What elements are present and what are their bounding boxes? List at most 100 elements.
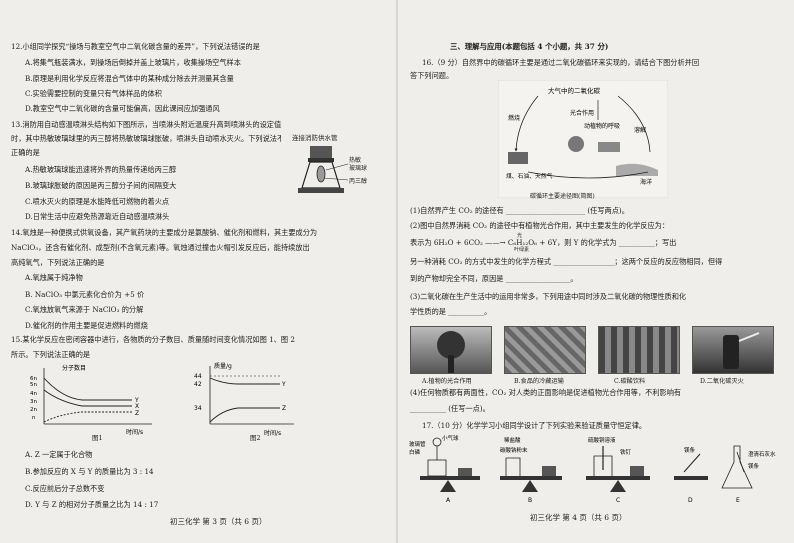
q16-sub2-line4: 到的产物却完全不同，原因是 __________________。 xyxy=(410,274,578,283)
q13-stem-line3: 正确的是 xyxy=(11,148,40,157)
q13-option-d: D.日常生活中应避免热源靠近自动感温喷淋头 xyxy=(25,212,170,221)
photo-caption-a: A.植物的光合作用 xyxy=(422,378,472,385)
q14-stem-line2: NaClO₃，还含有催化剂、成型剂(不含氧元素)等。氧烛通过撞击火帽引发反应后，… xyxy=(11,243,310,252)
apparatus-d xyxy=(674,453,708,480)
q16-sub4-line2: __________ (任写一点)。 xyxy=(410,404,490,413)
apparatus-c xyxy=(586,446,650,492)
chart1-caption: 图1 xyxy=(92,434,103,442)
apparatus-a-label-1: 玻璃管 xyxy=(409,440,426,448)
sprinkler-label-hot: 热敏 xyxy=(349,157,362,164)
apparatus-b-label-2: 碳酸钠粉末 xyxy=(500,446,528,454)
q14-stem-line1: 14.氧烛是一种便携式供氧设备，其产氧药块的主要成分是氯酸钠、催化剂和燃料，其主… xyxy=(11,228,318,237)
chart2-ytick-34: 34 xyxy=(194,405,202,412)
equation-condition-top: 光 xyxy=(517,233,523,239)
apparatus-e xyxy=(721,445,753,489)
q16-sub4-line1: (4)任何物质都有两面性，CO₂ 对人类的正面影响是促进植物光合作用等，不利影响… xyxy=(410,388,682,397)
equation-condition-bottom: 叶绿素 xyxy=(514,247,530,253)
section-heading: 三、理解与应用(本题包括 4 个小题，共 37 分) xyxy=(450,42,609,51)
chart2-ytick-42: 42 xyxy=(194,381,202,388)
chart2-ylabel-text: 质量/g xyxy=(214,362,232,370)
chart1-ytick-3n: 3n xyxy=(30,399,37,405)
chart1-xlabel: 时间/s xyxy=(126,428,143,436)
sprinkler-figure-title: 连接消防供水管 xyxy=(292,134,338,142)
chart1-series-y xyxy=(43,377,132,401)
q14-option-a: A.氧烛属于纯净物 xyxy=(25,273,83,282)
chart1-label-x: X xyxy=(135,403,139,410)
chart1-series-z xyxy=(43,411,132,423)
q16-sub3-line1: (3)二氧化碳在生产生活中的运用非常多，下列用途中同时涉及二氧化碳的物理性质和化 xyxy=(410,292,687,301)
chart2-label-z: Z xyxy=(282,405,286,412)
q15-stem-line1: 15.某化学反应在密闭容器中进行，各物质的分子数目、质量随时间变化情况如图 1、… xyxy=(11,335,295,344)
right-page: 三、理解与应用(本题包括 4 个小题，共 37 分) 16.（9 分）自然界中的… xyxy=(400,0,790,543)
photo-caption-d: D.二氧化碳灭火 xyxy=(700,378,744,385)
apparatus-e-label-2: 镁条 xyxy=(748,462,760,470)
q14-option-c: C.氧烛放氧气来源于 NaClO₃ 的分解 xyxy=(25,305,144,314)
chart1-ytick-4n: 4n xyxy=(30,391,37,397)
apparatus-a-label-2: 小气球 xyxy=(442,434,459,442)
q15-chart-1: 分子数目 时间/s 6n 5n 4n 3n 2n n Y X Z xyxy=(30,364,152,436)
right-page-footer: 初三化学 第 4 页（共 6 页） xyxy=(530,513,627,522)
q16-stem-line2: 答下列问题。 xyxy=(410,71,454,80)
chart1-ylabel: 分子数目 xyxy=(62,364,86,372)
apparatus-b xyxy=(500,457,562,492)
q13-stem-line2: 时，其中热敏玻璃球里的丙三醇将热敏玻璃球胀破，喷淋头自动喷水灭火。下列说法不 xyxy=(11,134,281,143)
apparatus-b-label-1: 稀盐酸 xyxy=(504,436,521,444)
q15-stem-line2: 所示。下列说法正确的是 xyxy=(11,350,91,359)
carbon-cycle-diagram: 大气中的二氧化碳 燃烧 光合作用 动植物的呼吸 溶解 煤、石油、天然气 海洋 xyxy=(498,80,668,198)
chart1-label-z: Z xyxy=(135,410,139,417)
chart2-xlabel: 时间/s xyxy=(264,429,281,437)
apparatus-e-label-1: 澄清石灰水 xyxy=(748,450,776,458)
page-fold-divider xyxy=(396,0,398,543)
q16-sub1: (1)自然界产生 CO₂ 的途径有 ______________________… xyxy=(410,206,629,215)
diagram-label-photo: 光合作用 xyxy=(570,109,594,117)
q12-option-c: C.实验需要控制的变量只有气体样品的体积 xyxy=(25,89,162,98)
apparatus-a xyxy=(420,437,480,492)
q14-stem-line3: 高纯氧气，下列说法正确的是 xyxy=(11,258,105,267)
q14-option-d: D.催化剂的作用主要是促进燃料的燃烧 xyxy=(25,321,148,330)
left-page-footer: 初三化学 第 3 页（共 6 页） xyxy=(170,517,267,526)
q15-option-b: B.参加反应的 X 与 Y 的质量比为 3 : 14 xyxy=(25,467,154,476)
q16-sub2-line1: (2)图中自然界消耗 CO₂ 的途径中有植物光合作用，其中主要发生的化学反应为： xyxy=(410,221,670,230)
q16-sub2-line2: 表示为 6H₂O + 6CO₂ ——→ C₆H₁₂O₆ + 6Y，则 Y 的化学… xyxy=(410,238,677,247)
q12-stem: 12.小组同学探究“操场与教室空气中二氧化碳含量的差异”，下列说法错误的是 xyxy=(11,42,260,51)
diagram-label-respire: 动植物的呼吸 xyxy=(584,122,620,130)
chart1-ytick-2n: 2n xyxy=(30,407,37,413)
q16-sub3-line2: 学性质的是 __________。 xyxy=(410,307,492,316)
diagram-label-fossil: 煤、石油、天然气 xyxy=(506,172,553,180)
q15-option-d: D. Y 与 Z 的相对分子质量之比为 14 : 17 xyxy=(25,500,159,509)
apparatus-a-label-3: 白磷 xyxy=(409,448,421,456)
q13-option-a: A.热敏玻璃球能迅速将外界的热量传递给丙三醇 xyxy=(25,165,177,174)
apparatus-c-label-1: 硫酸铜溶液 xyxy=(588,436,616,444)
q16-sub2-line3: 另一种消耗 CO₂ 的方式中发生的化学方程式 _________________… xyxy=(410,257,723,266)
q12-option-d: D.教室空气中二氧化碳的含量可能偏高，因此课间应加强通风 xyxy=(25,104,220,113)
apparatus-e-letter: E xyxy=(736,497,740,504)
q12-option-b: B.原理是利用化学反应将混合气体中的某种成分除去并测量其含量 xyxy=(25,74,234,83)
apparatus-c-letter: C xyxy=(616,497,620,504)
q17-apparatus: 玻璃管 小气球 白磷 稀盐酸 碳酸钠粉末 硫酸铜溶液 铁钉 镁条 澄清石灰水 镁… xyxy=(409,434,776,504)
left-page: 12.小组同学探究“操场与教室空气中二氧化碳含量的差异”，下列说法错误的是 A.… xyxy=(0,0,390,543)
photo-photosynthesis xyxy=(410,326,492,374)
q14-option-b: B. NaClO₃ 中氯元素化合价为 +5 价 xyxy=(25,290,145,299)
q15-option-a: A. Z 一定属于化合物 xyxy=(25,450,93,459)
chart2-series-y xyxy=(209,377,280,385)
apparatus-a-letter: A xyxy=(446,497,451,504)
chart1-label-y: Y xyxy=(134,397,139,404)
photo-caption-c: C.碳酸饮料 xyxy=(614,378,646,385)
apparatus-c-label-2: 铁钉 xyxy=(620,448,632,456)
chart2-caption: 图2 xyxy=(250,434,261,442)
chart1-ytick-n: n xyxy=(32,415,36,421)
sprinkler-label-glycerol: 丙三醇 xyxy=(349,178,368,185)
chart2-series-z xyxy=(209,407,280,423)
chart1-series-x xyxy=(43,389,132,407)
apparatus-b-letter: B xyxy=(528,497,532,504)
q13-stem-line1: 13.消防用自动感温喷淋头结构如下图所示，当喷淋头附近温度升高到喷淋头的设定值 xyxy=(11,120,282,129)
photo-fire-extinguish xyxy=(692,326,774,374)
diagram-label-burn: 燃烧 xyxy=(508,114,520,122)
diagram-label-ocean: 海洋 xyxy=(640,178,652,186)
diagram-label-dissolve: 溶解 xyxy=(634,126,646,134)
q13-option-c: C.喷水灭火的原理是水能降低可燃物的着火点 xyxy=(25,197,170,206)
photo-caption-b: B.食品的冷藏运输 xyxy=(514,378,564,385)
diagram-caption: 碳循环主要途径图(简图) xyxy=(530,193,595,200)
photo-cold-storage xyxy=(504,326,586,374)
